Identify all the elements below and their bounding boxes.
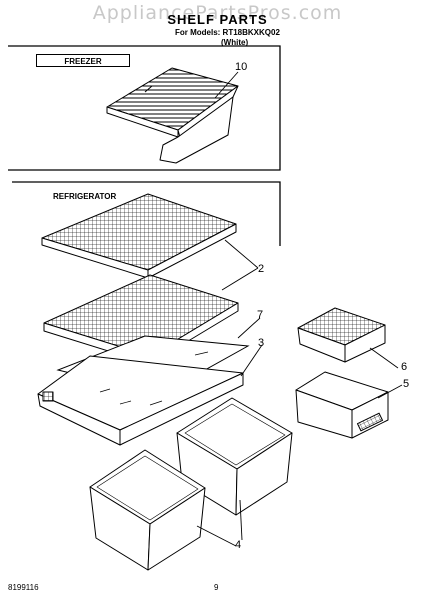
page-number: 9 [214, 583, 219, 592]
freezer-section-border [8, 45, 281, 171]
callout-6: 6 [401, 361, 407, 373]
model-number: For Models: RT18BKXKQ02 [175, 28, 280, 37]
callout-3: 3 [258, 337, 264, 349]
crisper-drawer-rear [176, 397, 293, 516]
callout-7: 7 [257, 309, 263, 321]
deli-pan-drawer [295, 371, 389, 439]
refrigerator-section-border [12, 181, 281, 246]
document-number: 8199116 [8, 583, 39, 592]
deli-pan-cover [297, 307, 386, 363]
callout-5: 5 [403, 378, 409, 390]
leader-lines [196, 71, 403, 547]
freezer-section-label: FREEZER [36, 54, 130, 67]
refrigerator-section-label: REFRIGERATOR [53, 192, 117, 201]
callout-4: 4 [235, 539, 241, 551]
callout-10: 10 [235, 61, 247, 73]
refrigerator-wire-shelf-upper [41, 193, 237, 279]
page-title: SHELF PARTS [167, 12, 268, 27]
crisper-cover-frame [37, 355, 244, 446]
color-note: (White) [221, 38, 249, 47]
callout-2: 2 [258, 263, 264, 275]
watermark: AppliancePartsPros.com [92, 2, 343, 24]
freezer-wire-shelf [106, 67, 239, 164]
crisper-drawer-front [89, 449, 206, 571]
